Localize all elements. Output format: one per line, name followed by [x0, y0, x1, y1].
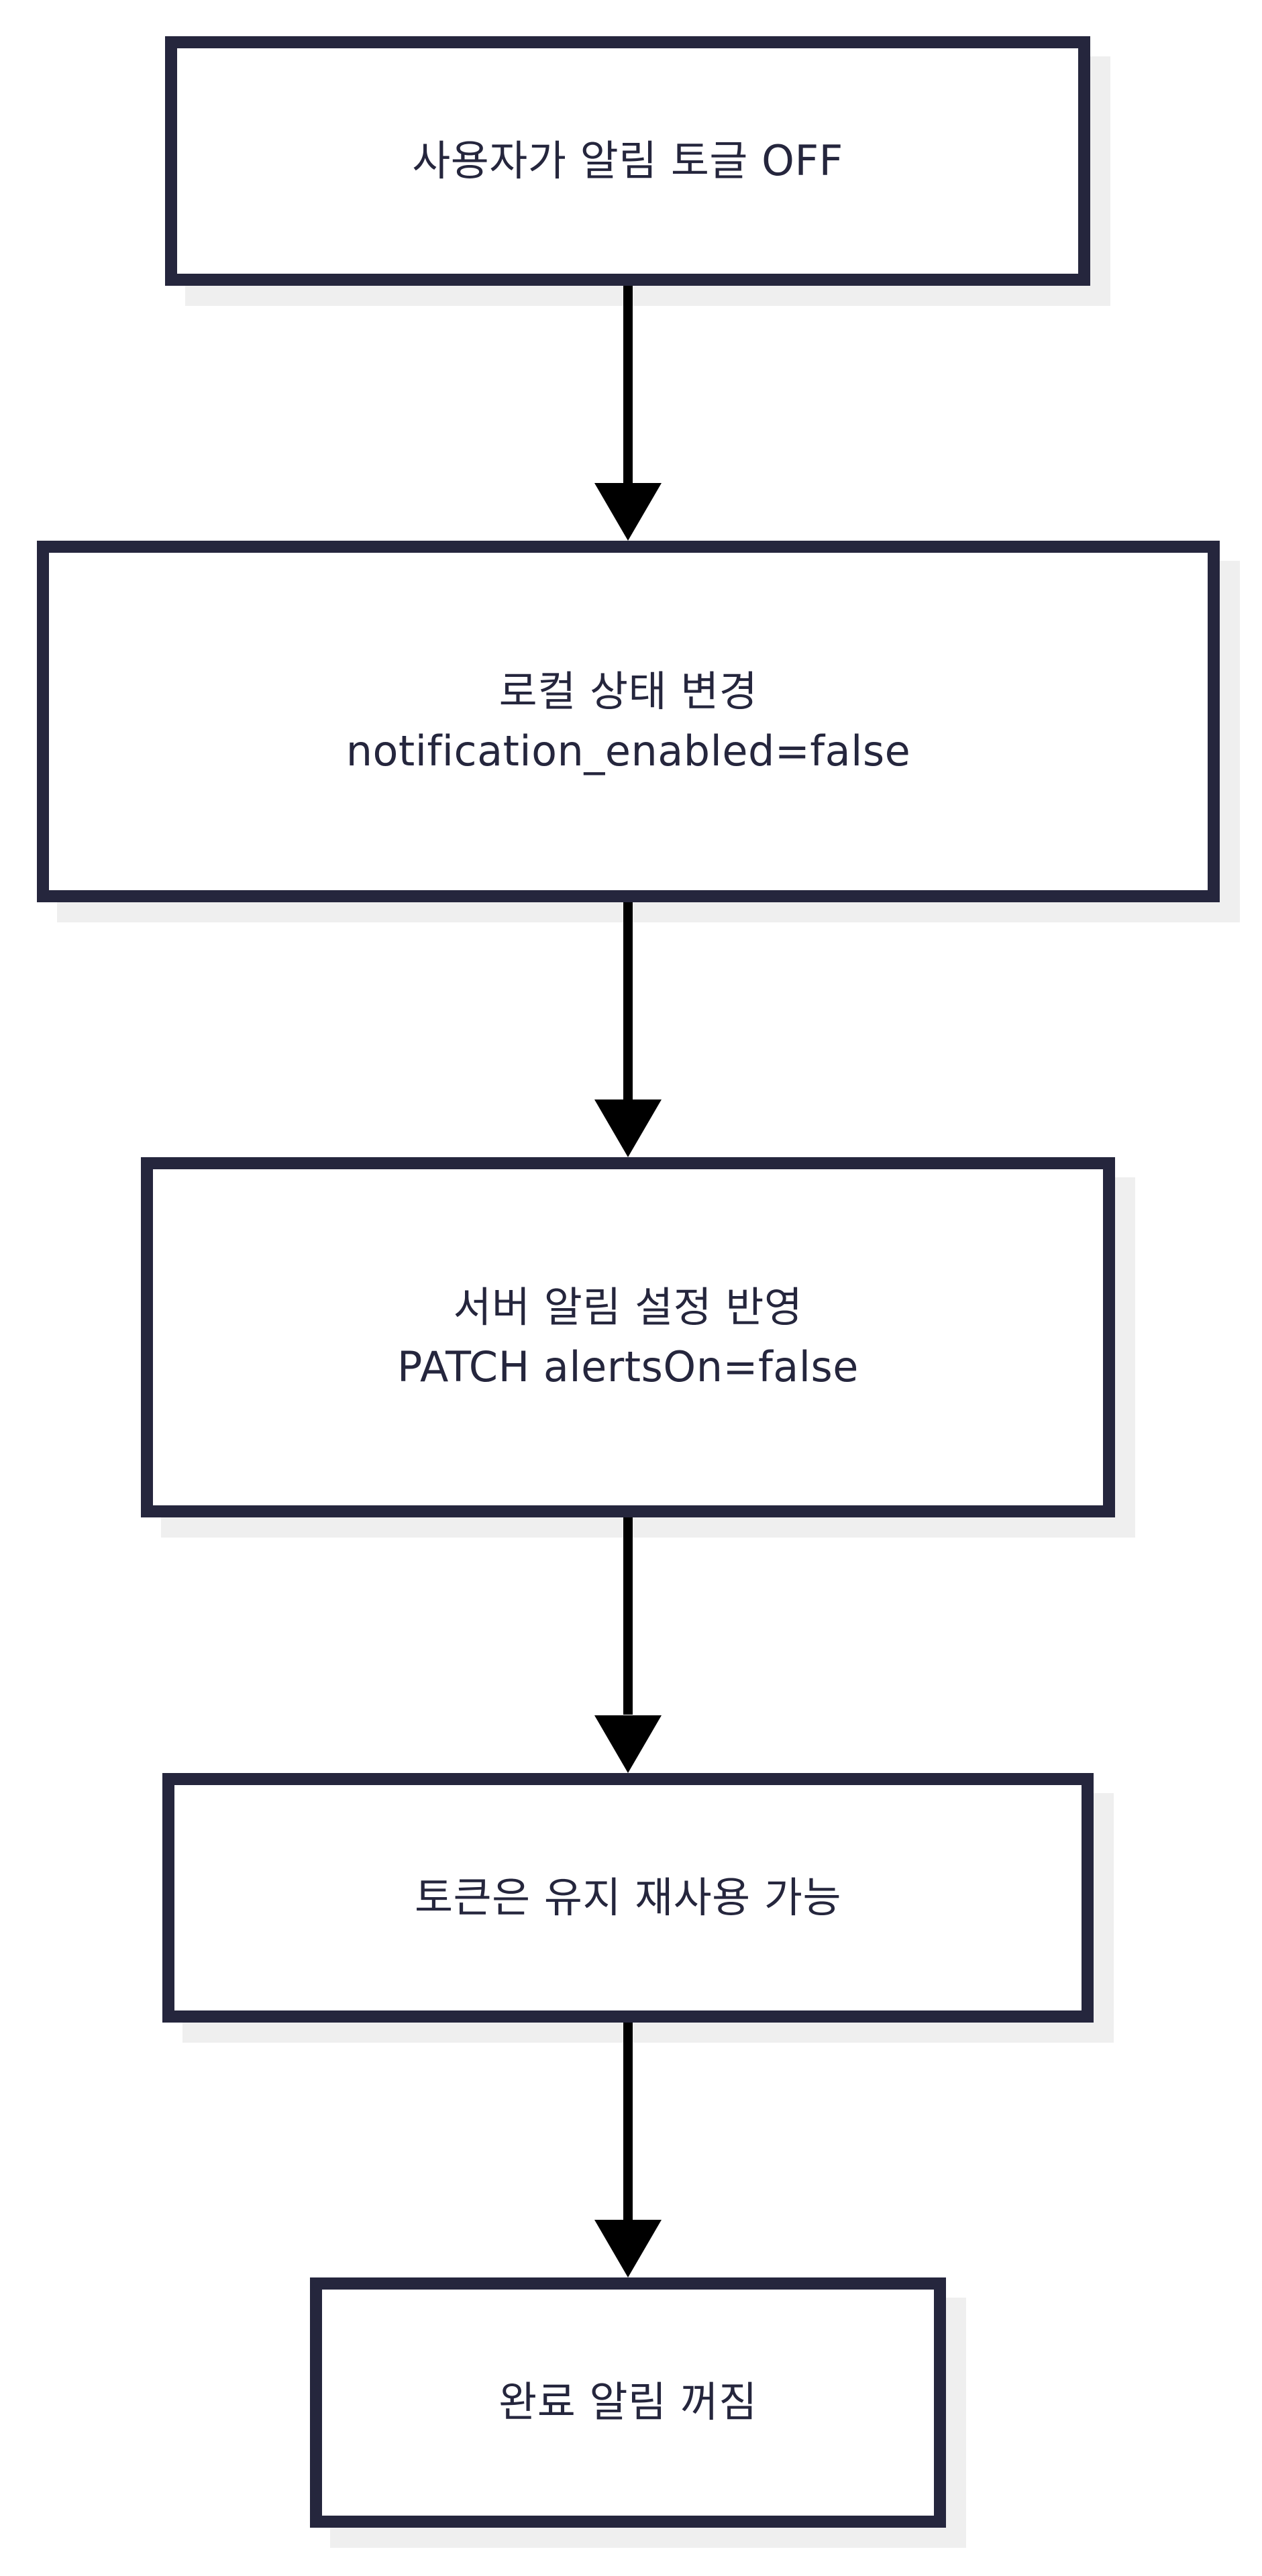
flow-node-label-primary: 토큰은 유지 재사용 가능: [414, 1872, 842, 1922]
edge-node3-to-node4: [561, 2023, 695, 2277]
flow-node-label-primary: 완료 알림 꺼짐: [498, 2377, 757, 2427]
edge-node0-to-node1: [561, 286, 695, 541]
edge-node2-to-node3: [561, 1517, 695, 1773]
arrow-head-icon: [594, 1715, 662, 1773]
arrow-head-icon: [594, 2220, 662, 2277]
arrow-head-icon: [594, 1099, 662, 1157]
flow-node-label-primary: 사용자가 알림 토글 OFF: [412, 136, 843, 185]
arrow-stem: [623, 286, 633, 483]
flow-node-label-secondary: PATCH alertsOn=false: [397, 1342, 859, 1391]
arrow-stem: [623, 902, 633, 1099]
flow-node-label-primary: 로컬 상태 변경: [498, 667, 758, 716]
flow-node-server-alert-setting-applied[interactable]: 서버 알림 설정 반영 PATCH alertsOn=false: [141, 1157, 1115, 1517]
flow-node-label-secondary: notification_enabled=false: [346, 726, 911, 775]
arrow-head-icon: [594, 483, 662, 541]
flow-node-complete-notification-off[interactable]: 완료 알림 꺼짐: [310, 2277, 946, 2528]
flow-node-label-primary: 서버 알림 설정 반영: [453, 1283, 803, 1332]
flow-node-token-retained-reusable[interactable]: 토큰은 유지 재사용 가능: [162, 1773, 1094, 2023]
arrow-stem: [623, 2023, 633, 2220]
flow-node-user-toggles-notification-off[interactable]: 사용자가 알림 토글 OFF: [165, 36, 1090, 286]
arrow-stem: [623, 1517, 633, 1715]
edge-node1-to-node2: [561, 902, 695, 1157]
flow-node-local-state-change[interactable]: 로컬 상태 변경 notification_enabled=false: [37, 541, 1220, 902]
